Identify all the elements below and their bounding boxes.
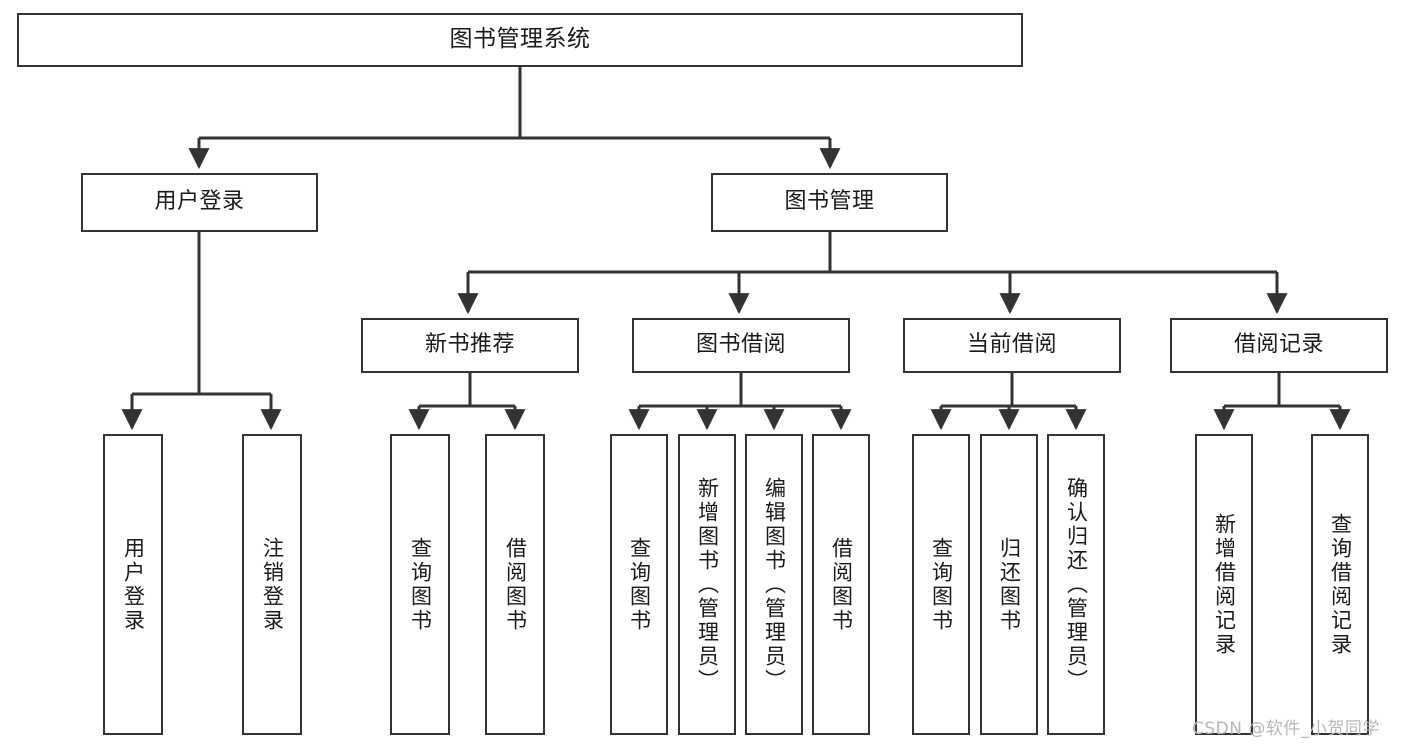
node-label: 图书借阅 xyxy=(695,332,786,358)
node-label: 归还图书 xyxy=(997,536,1022,633)
node-leaf-borrow-book-newbook[interactable]: 借阅图书 xyxy=(485,434,545,735)
node-label: 借阅记录 xyxy=(1233,332,1324,358)
node-leaf-user-login[interactable]: 用户登录 xyxy=(103,434,163,735)
node-label: 借阅图书 xyxy=(503,536,528,633)
node-label: 当前借阅 xyxy=(966,332,1057,358)
node-label: 查询图书 xyxy=(929,536,954,633)
node-leaf-borrow-book[interactable]: 借阅图书 xyxy=(812,434,870,735)
node-user-login[interactable]: 用户登录 xyxy=(81,173,318,232)
node-label: 图书管理系统 xyxy=(449,26,591,53)
node-label: 查询借阅记录 xyxy=(1328,512,1353,657)
node-current-borrowing[interactable]: 当前借阅 xyxy=(903,318,1121,373)
node-leaf-query-borrow-record[interactable]: 查询借阅记录 xyxy=(1311,434,1369,735)
watermark: CSDN @软件_小贺同学 xyxy=(1192,719,1380,739)
node-leaf-query-book-borrow[interactable]: 查询图书 xyxy=(610,434,668,735)
node-leaf-add-book-admin[interactable]: 新增图书（管理员） xyxy=(678,434,736,735)
node-book-borrowing[interactable]: 图书借阅 xyxy=(632,318,850,373)
node-book-management-system[interactable]: 图书管理系统 xyxy=(17,13,1023,67)
node-label: 图书管理 xyxy=(784,189,875,215)
node-new-book-recommendation[interactable]: 新书推荐 xyxy=(361,318,579,373)
node-label: 注销登录 xyxy=(260,536,285,633)
node-leaf-query-book-newbook[interactable]: 查询图书 xyxy=(390,434,450,735)
node-leaf-return-book[interactable]: 归还图书 xyxy=(980,434,1038,735)
node-leaf-logout[interactable]: 注销登录 xyxy=(242,434,302,735)
node-label: 新书推荐 xyxy=(424,332,515,358)
node-label: 查询图书 xyxy=(627,536,652,633)
node-label: 编辑图书（管理员） xyxy=(762,476,787,693)
node-leaf-query-book-current[interactable]: 查询图书 xyxy=(912,434,970,735)
node-label: 用户登录 xyxy=(121,536,146,633)
node-leaf-add-borrow-record[interactable]: 新增借阅记录 xyxy=(1195,434,1253,735)
node-leaf-confirm-return-admin[interactable]: 确认归还（管理员） xyxy=(1047,434,1105,735)
node-label: 新增借阅记录 xyxy=(1212,512,1237,657)
node-label: 用户登录 xyxy=(154,189,245,215)
node-label: 新增图书（管理员） xyxy=(695,476,720,693)
node-label: 确认归还（管理员） xyxy=(1064,476,1089,693)
node-book-management[interactable]: 图书管理 xyxy=(711,173,948,232)
node-leaf-edit-book-admin[interactable]: 编辑图书（管理员） xyxy=(745,434,803,735)
node-borrowing-records[interactable]: 借阅记录 xyxy=(1170,318,1388,373)
node-label: 借阅图书 xyxy=(829,536,854,633)
node-label: 查询图书 xyxy=(408,536,433,633)
